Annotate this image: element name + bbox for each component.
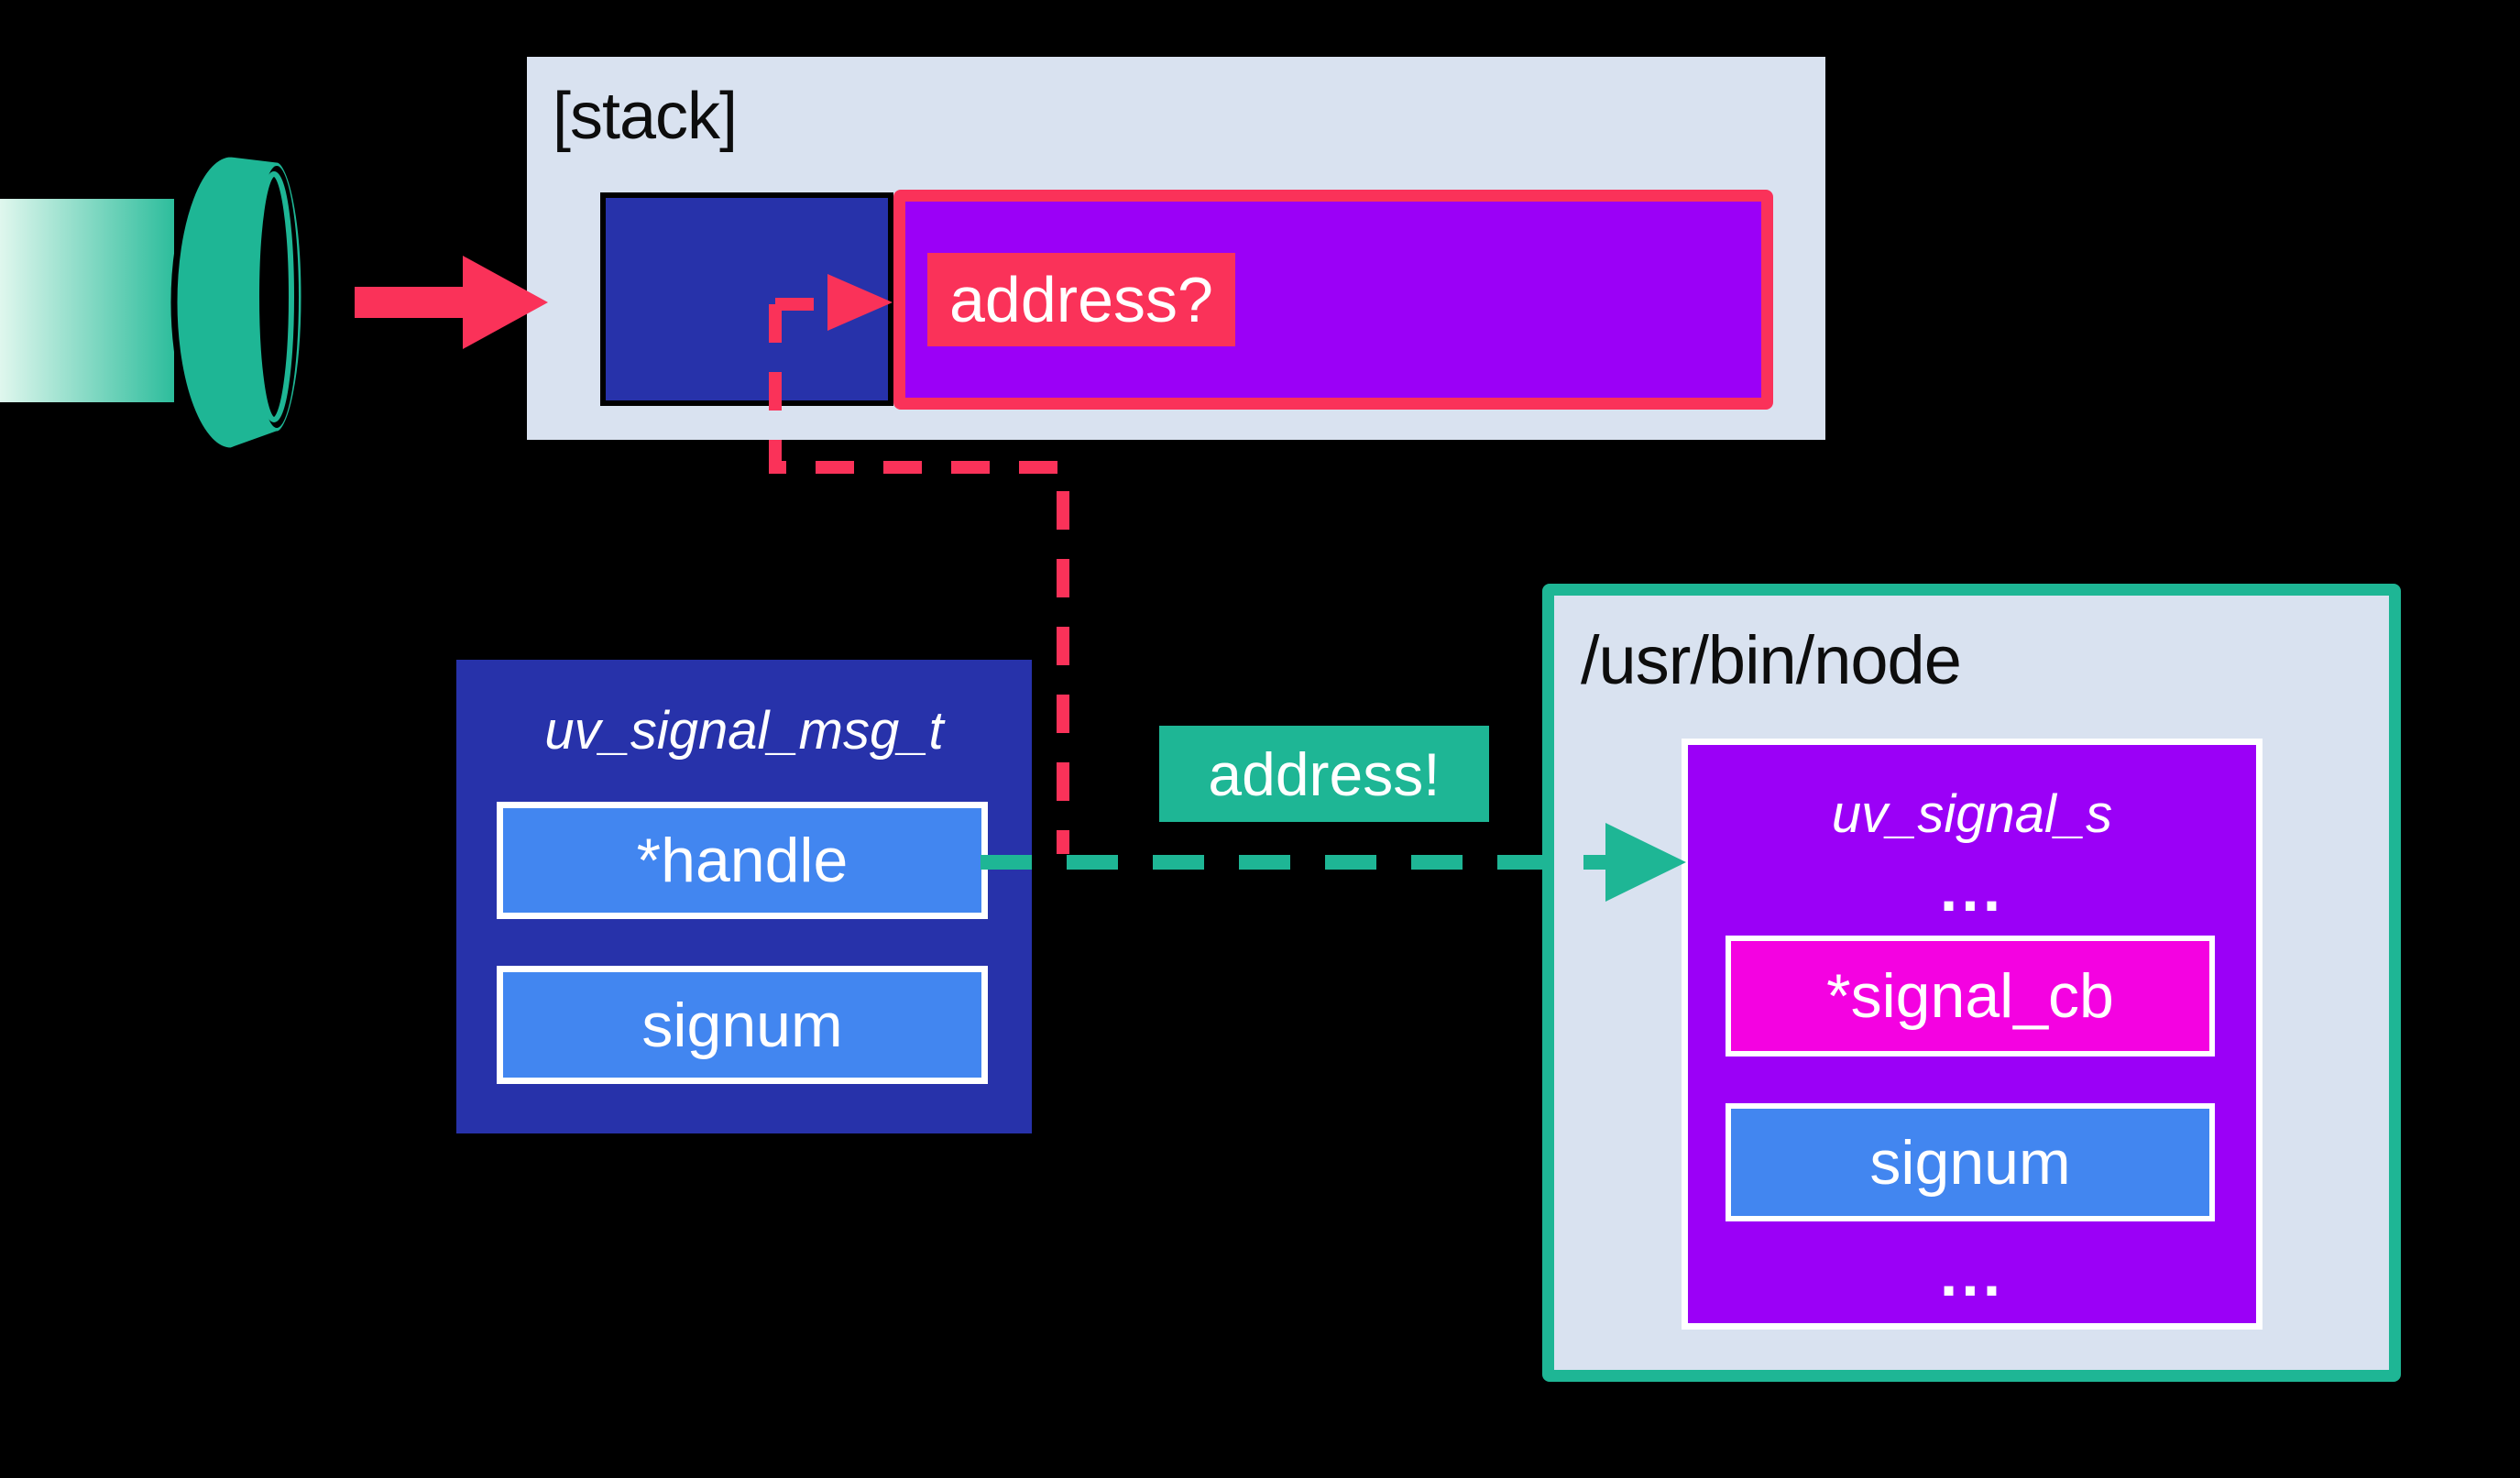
stack-return-address-cell: address? [893,190,1773,410]
signum-field: signum [497,966,988,1084]
handle-field: *handle [497,802,988,919]
stack-frame-cell [600,192,893,406]
uv-signal-msg-struct-title: uv_signal_msg_t [544,701,944,761]
signal-arrow-icon [355,256,548,349]
stack-panel: [stack] address? [527,57,1825,440]
node-panel: /usr/bin/node uv_signal_s ... *signal_cb… [1542,584,2401,1382]
pipe-icon [0,150,308,454]
pipe-body [0,199,174,402]
uv-signal-struct-title: uv_signal_s [1831,784,2113,844]
signal-cb-field: *signal_cb [1726,936,2215,1056]
pipe-opening-rim [254,171,294,422]
node-signum-field: signum [1726,1103,2215,1221]
pipe-ring [170,150,308,454]
uv-signal-msg-struct: uv_signal_msg_t *handle signum [456,660,1032,1133]
stack-panel-title: [stack] [553,80,738,153]
struct-ellipsis-bottom: ... [1939,1238,2005,1309]
address-answer-label: address! [1159,726,1489,822]
node-panel-title: /usr/bin/node [1581,622,1962,698]
pipe-opening [255,166,299,428]
uv-signal-struct: uv_signal_s ... *signal_cb signum ... [1682,739,2263,1330]
address-question-label: address? [927,253,1235,346]
struct-ellipsis-top: ... [1939,853,2005,925]
